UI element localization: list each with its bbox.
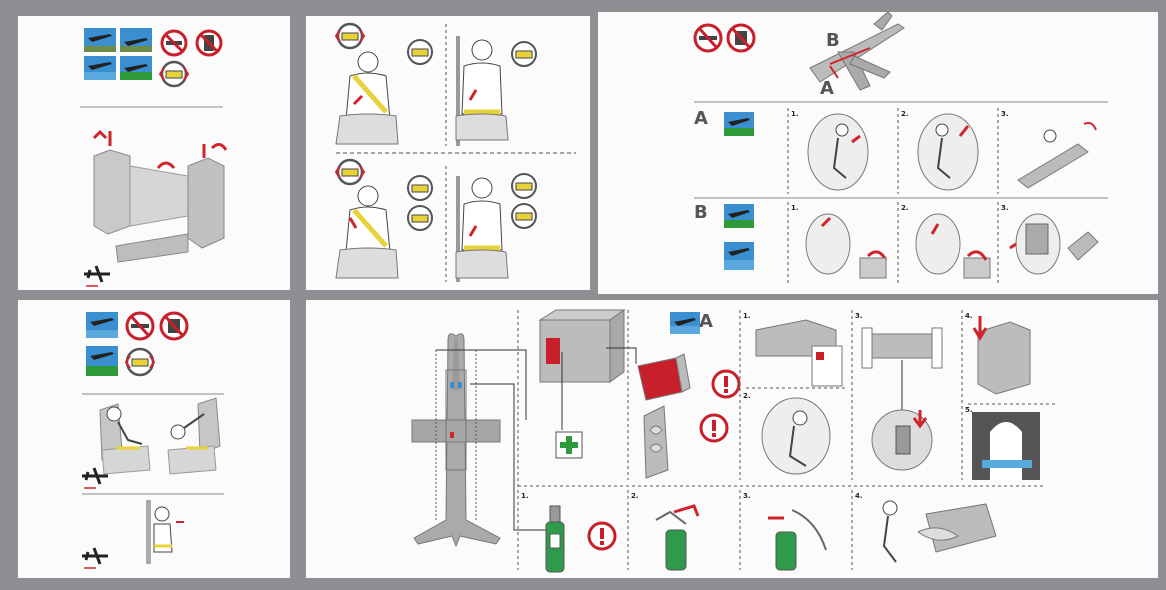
plane-icon bbox=[82, 467, 108, 489]
buckle-detail-icons-top bbox=[407, 24, 537, 146]
passenger-fasten-belt-1 bbox=[335, 51, 399, 145]
step-e1: 1. bbox=[743, 312, 751, 320]
step-e4: 4. bbox=[965, 312, 973, 320]
step-ex1: 1. bbox=[521, 492, 529, 500]
step-a2: 2. bbox=[901, 110, 909, 118]
landing-icon-water-b bbox=[724, 242, 754, 270]
step-ex2: 2. bbox=[631, 492, 639, 500]
brace-position-illustration bbox=[82, 311, 224, 569]
seatbelt-icon bbox=[334, 158, 366, 186]
life-vest-under-seat bbox=[643, 405, 669, 479]
first-aid-icon bbox=[555, 431, 583, 459]
passenger-release-belt-1 bbox=[335, 185, 399, 279]
step-e5: 5. bbox=[965, 406, 973, 414]
landing-icon-ground-b bbox=[724, 204, 754, 228]
panel-seatbelt bbox=[306, 16, 590, 290]
panel-equipment-locations: A 1. 2. 3. 4. 5. bbox=[306, 300, 1158, 578]
no-electronics-icon bbox=[726, 23, 756, 53]
no-smoking-icon bbox=[160, 29, 188, 57]
seat-position-illustration bbox=[80, 28, 228, 287]
panel-emergency-exits: B A A 1. 2. 3. bbox=[598, 12, 1158, 294]
panel-brace-position bbox=[18, 300, 290, 578]
flashlight-holder bbox=[637, 353, 691, 401]
section-label-a: A bbox=[694, 108, 708, 129]
seatbelt-icon bbox=[334, 22, 366, 50]
buckle-detail-icons-bottom bbox=[407, 166, 537, 282]
step-e3: 3. bbox=[855, 312, 863, 320]
landing-icon-water-fire: A bbox=[670, 311, 713, 334]
seats-drawing bbox=[92, 129, 228, 263]
step-b2: 2. bbox=[901, 204, 909, 212]
step-a3: 3. bbox=[1001, 110, 1009, 118]
step-ex4: 4. bbox=[855, 492, 863, 500]
crew-seat-drawing bbox=[146, 500, 184, 564]
step-b3: 3. bbox=[1001, 204, 1009, 212]
exit-a-step-drawings bbox=[807, 113, 1097, 191]
equipment-instructions: A 1. 2. 3. 4. 5. bbox=[411, 309, 1056, 573]
exit-instructions: B A A 1. 2. 3. bbox=[693, 12, 1108, 286]
panel-seat-position bbox=[18, 16, 290, 290]
brace-seated-drawing bbox=[99, 397, 221, 475]
step-a1: 1. bbox=[791, 110, 799, 118]
aircraft-top-view bbox=[411, 333, 501, 548]
seatbelt-icon bbox=[158, 60, 190, 88]
seatbelt-instructions bbox=[334, 22, 576, 282]
passenger-fasten-belt-2 bbox=[455, 36, 509, 146]
seatbelt-icon bbox=[124, 347, 156, 377]
landing-phase-icons bbox=[86, 312, 118, 376]
plane-icon bbox=[82, 547, 108, 569]
no-smoking-icon bbox=[693, 23, 723, 53]
step-e2: 2. bbox=[743, 392, 751, 400]
exit-label-a: A bbox=[820, 78, 834, 99]
landing-icon-ground bbox=[724, 112, 754, 136]
first-aid-cabinet bbox=[538, 309, 637, 430]
exit-b-step-drawings bbox=[805, 213, 1099, 279]
exclamation-icon bbox=[711, 369, 741, 399]
fire-section-label: A bbox=[699, 311, 713, 332]
step-b1: 1. bbox=[791, 204, 799, 212]
exit-handle-steps bbox=[746, 316, 1056, 480]
landing-phase-icons bbox=[84, 28, 152, 80]
plane-icon bbox=[84, 265, 110, 287]
exit-label-b: B bbox=[826, 30, 840, 51]
passenger-release-belt-2 bbox=[455, 176, 509, 282]
no-electronics-icon bbox=[159, 311, 189, 341]
extinguisher-steps bbox=[545, 500, 997, 573]
aircraft-exit-diagram: B A bbox=[809, 12, 905, 99]
exclamation-icon bbox=[587, 521, 617, 551]
exclamation-icon bbox=[699, 413, 729, 443]
step-ex3: 3. bbox=[743, 492, 751, 500]
section-label-b: B bbox=[694, 202, 708, 223]
no-smoking-icon bbox=[125, 311, 155, 341]
no-electronics-icon bbox=[195, 29, 223, 57]
